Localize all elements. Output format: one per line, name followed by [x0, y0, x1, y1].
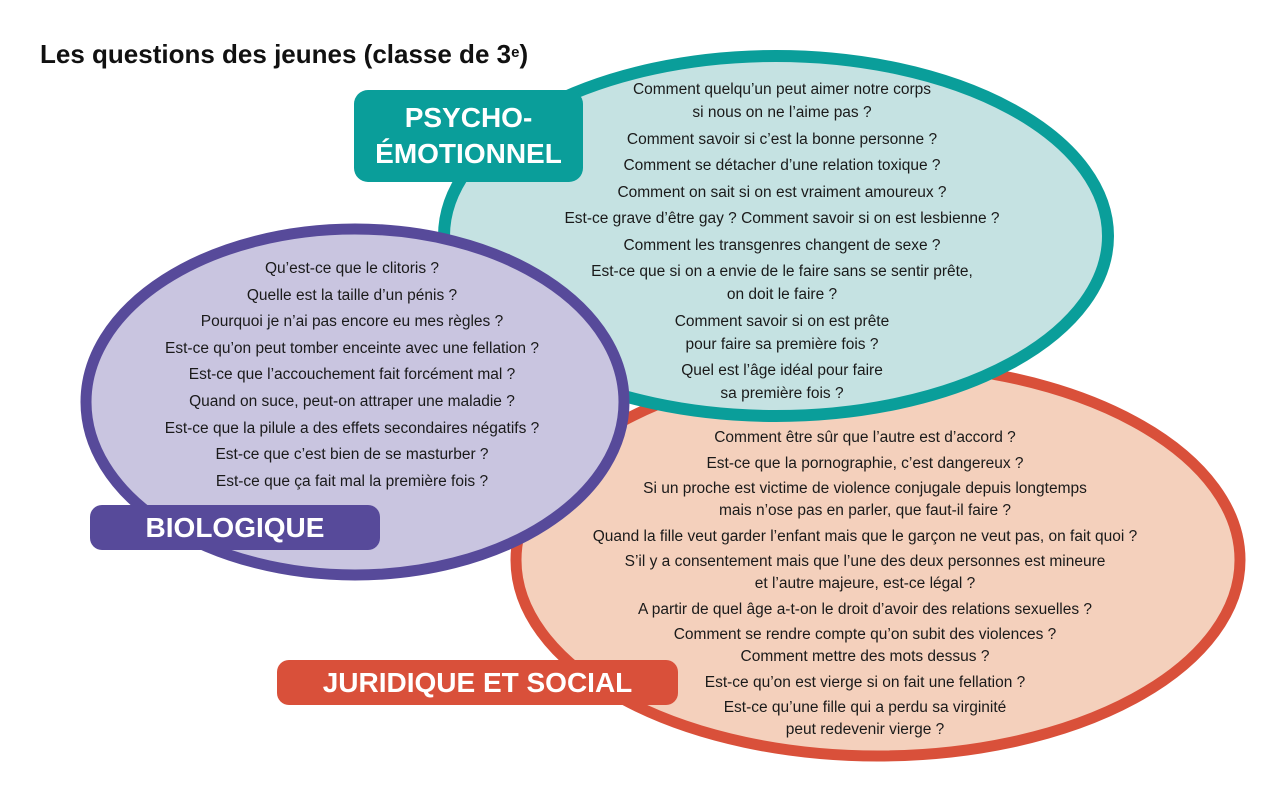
question-item: Est-ce qu’une fille qui a perdu sa virgi…	[723, 699, 1007, 738]
question-item: Quelle est la taille d’un pénis ?	[246, 286, 458, 304]
question-item: Si un proche est victime de violence con…	[643, 480, 1087, 519]
question-item: Qu’est-ce que le clitoris ?	[264, 260, 440, 277]
psycho-questions: Comment quelqu’un peut aimer notre corps…	[532, 78, 1032, 409]
question-item: Comment savoir si on est prête pour fair…	[674, 312, 890, 353]
bio-questions: Qu’est-ce que le clitoris ? Quelle est la…	[102, 256, 602, 495]
question-item: Est-ce que ça fait mal la première fois …	[215, 472, 489, 490]
question-item: Est-ce que l’accouchement fait forcément…	[188, 366, 516, 384]
question-item: Est-ce que la pornographie, c’est danger…	[706, 454, 1024, 472]
question-item: Est-ce que c’est bien de se masturber ?	[215, 446, 489, 464]
page-title: Les questions des jeunes (classe de 3e)	[40, 38, 528, 71]
question-item: Comment savoir si c’est la bonne personn…	[626, 130, 938, 148]
bio-label-text: BIOLOGIQUE	[145, 511, 325, 543]
question-item: Comment quelqu’un peut aimer notre corps…	[632, 81, 932, 121]
juridique-label-text: JURIDIQUE ET SOCIAL	[322, 666, 633, 698]
title-close: )	[519, 39, 529, 69]
question-item: Comment se rendre compte qu’on subit des…	[673, 626, 1057, 665]
psycho-label-text: PSYCHO- ÉMOTIONNEL	[375, 102, 562, 169]
question-item: S’il y a consentement mais que l’une des…	[624, 553, 1106, 592]
bio-ellipse	[80, 223, 630, 581]
juridique-social-label: JURIDIQUE ET SOCIAL	[277, 660, 678, 705]
question-item: Pourquoi je n’ai pas encore eu mes règle…	[200, 313, 504, 331]
question-item: Est-ce qu’on est vierge si on fait une f…	[704, 673, 1026, 691]
question-item: Est-ce qu’on peut tomber enceinte avec u…	[165, 339, 539, 357]
juridique-questions: Comment être sûr que l’autre est d’accor…	[565, 427, 1165, 745]
question-item: Comment on sait si on est vraiment amour…	[617, 183, 947, 201]
question-item: Est-ce que si on a envie de le faire san…	[591, 263, 973, 303]
question-item: Comment les transgenres changent de sexe…	[623, 236, 941, 254]
question-item: Quand la fille veut garder l’enfant mais…	[592, 527, 1138, 545]
title-text: Les questions des jeunes (classe de 3	[40, 39, 512, 69]
question-item: Quand on suce, peut-on attraper une mala…	[189, 392, 515, 410]
question-item: Est-ce grave d’être gay ? Comment savoir…	[564, 210, 1000, 227]
psycho-emotionnel-label: PSYCHO- ÉMOTIONNEL	[354, 90, 583, 182]
question-item: A partir de quel âge a-t-on le droit d’a…	[637, 600, 1093, 618]
question-item: Quel est l’âge idéal pour faire sa premi…	[681, 362, 883, 402]
question-item: Comment se détacher d’une relation toxiq…	[623, 157, 941, 174]
biologique-label: BIOLOGIQUE	[90, 505, 380, 550]
question-item: Comment être sûr que l’autre est d’accor…	[714, 429, 1016, 446]
title-superscript: e	[511, 44, 520, 61]
question-item: Est-ce que la pilule a des effets second…	[164, 419, 540, 437]
